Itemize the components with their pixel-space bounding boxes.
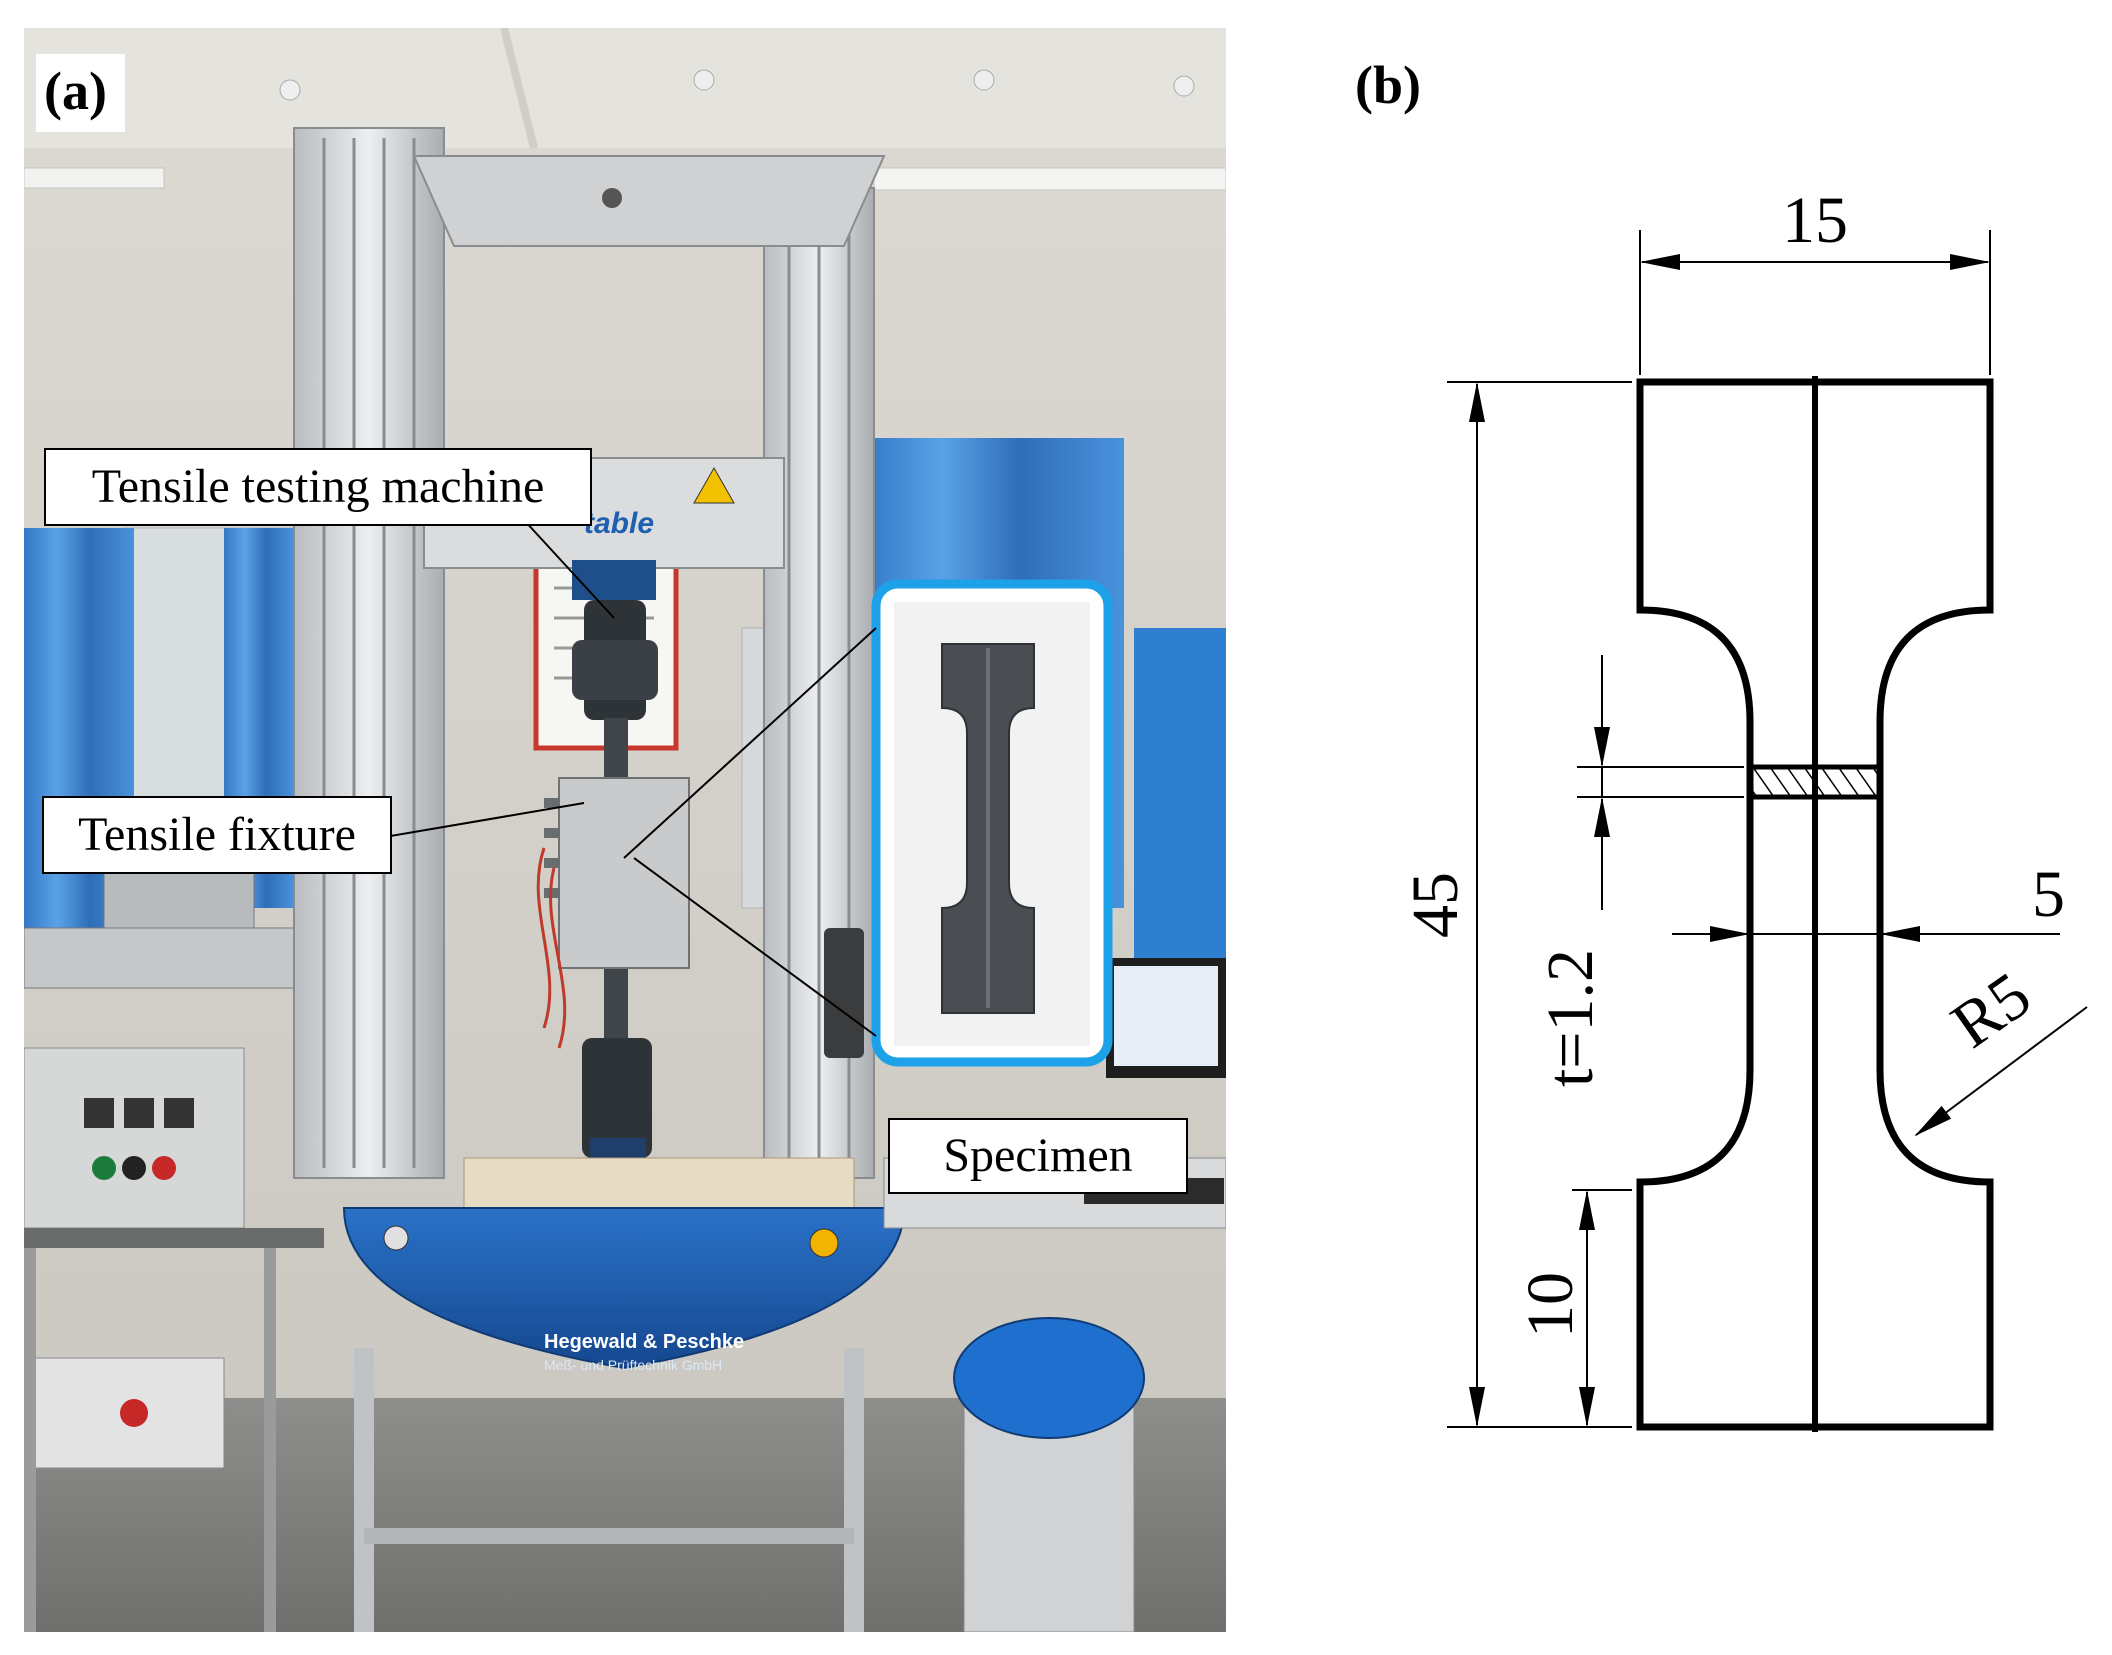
base-subtitle: Meß- und Prüftechnik GmbH [544,1357,722,1373]
ceiling [24,28,1226,148]
tensile-fixture-box [558,777,690,969]
dim-width-top [1639,230,1991,375]
dim-total-length [1447,381,1632,1428]
callout-specimen: Specimen [888,1118,1188,1194]
blue-machine-base [342,1207,906,1370]
dim-label-15: 15 [1782,184,1848,257]
handheld-controller [824,928,864,1058]
dim-grip-length [1572,1189,1632,1427]
dim-fillet-radius [1914,1006,2088,1137]
panel-label-b: (b) [1355,55,1421,115]
cross-section-hatch [1747,764,1883,800]
specimen-outline [1636,378,1994,1431]
lower-grip [582,1038,652,1158]
machine-column-left [293,127,445,1179]
trash-bin-lid [953,1317,1145,1439]
specimen-dimension-drawing: 15 45 10 t=1.2 5 R5 [1399,184,2088,1432]
dim-label-r5: R5 [1939,958,2044,1062]
callout-tensile-testing-machine: Tensile testing machine [44,448,592,526]
ceiling-light [873,167,1226,191]
callout-leaders [378,519,877,1037]
control-cabinet [24,1047,245,1229]
load-cell [572,560,656,600]
tensile-test-photo: table Hegewald & Peschke Meß- und Prüfte… [24,28,1226,1632]
dim-thickness [1577,655,1744,910]
crosshead-label: table [584,507,654,540]
dim-label-10: 10 [1514,1272,1587,1338]
callout-tensile-fixture: Tensile fixture [42,796,392,874]
top-crossbeam [412,155,886,247]
blue-cabinet [1134,628,1226,968]
panel-label-a: (a) [36,54,125,132]
dim-label-45: 45 [1399,872,1472,938]
dim-label-thickness: t=1.2 [1534,949,1607,1087]
dim-label-5: 5 [2032,858,2065,931]
base-brand: Hegewald & Peschke [544,1331,744,1353]
